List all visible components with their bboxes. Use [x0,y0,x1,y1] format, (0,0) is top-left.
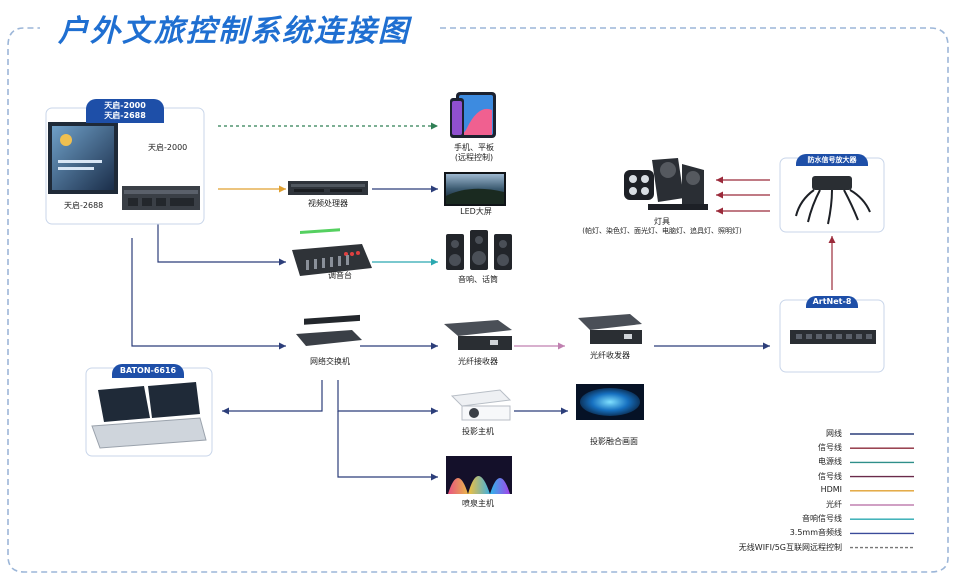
legend-label: 无线WIFI/5G互联网远程控制 [738,542,842,552]
fiber-transceiver-icon [578,314,642,344]
network-switch-icon [296,314,362,346]
projection-fusion-icon [576,384,644,420]
controller-screen-device [48,122,118,194]
fiber-receiver-label: 光纤接收器 [458,357,498,366]
speakers-label: 音响、话筒 [458,275,498,284]
legend-label: 信号线 [818,443,842,453]
phone-label-line2: (远程控制) [454,153,494,162]
legend-label: HDMI [820,484,842,494]
fiber-receiver-icon [444,320,512,350]
mixer-label: 调音台 [328,271,352,280]
led-screen-icon [444,172,506,206]
legend-label: 电源线 [818,457,842,467]
projector-icon [450,389,512,421]
amplifier-panel [779,157,885,233]
speakers-icon [446,230,512,270]
led-label: LED大屏 [460,207,492,216]
link-controller-switch [131,238,286,350]
controller-badge-line2: 天启-2688 [104,111,146,120]
artnet-badge: ArtNet-8 [806,296,858,308]
legend-label: 光纤 [826,500,842,509]
fountain-label: 喷泉主机 [462,499,494,508]
controller-label-2000: 天启-2000 [148,143,188,152]
projection-fusion-label: 投影融合画面 [590,437,638,446]
lights-label-line2: (帕灯、染色灯、面光灯、电脑灯、追具灯、照明灯) [582,227,742,235]
link-switch-fountain [337,411,438,481]
lights-icon [624,158,708,210]
amplifier-badge: 防水信号放大器 [796,154,868,166]
baton-panel [85,367,213,457]
artnet-panel [779,299,885,373]
controller-rack-device [122,186,200,210]
controller-badge-line1: 天启-2000 [104,101,146,110]
fountain-icon [446,456,512,494]
legend-lines [850,433,914,549]
controller-badge: 天启-2000 天启-2688 [86,99,164,123]
phone-label-line1: 手机、平板 [454,143,494,152]
controller-panel [45,107,205,225]
mixer-icon [292,228,372,276]
link-switch-baton [222,380,323,415]
projector-label: 投影主机 [462,427,494,436]
link-controller-mixer [157,216,286,266]
legend-label: 3.5mm音频线 [789,528,842,538]
legend-label: 信号线 [818,471,842,481]
phone-tablet-icon [450,92,496,138]
lights-label-line1: 灯具 [654,217,670,226]
video-processor-icon [288,181,368,195]
link-switch-projector [337,380,438,415]
baton-badge: BATON-6616 [112,364,184,378]
legend-label: 音响信号线 [802,514,842,524]
page-title: 户外文旅控制系统连接图 [58,14,410,49]
fiber-transceiver-label: 光纤收发器 [590,351,630,360]
controller-label-2688: 天启-2688 [64,201,104,210]
switch-label: 网络交换机 [310,357,350,366]
video-processor-label: 视频处理器 [308,199,348,208]
legend-label: 网线 [826,429,842,438]
